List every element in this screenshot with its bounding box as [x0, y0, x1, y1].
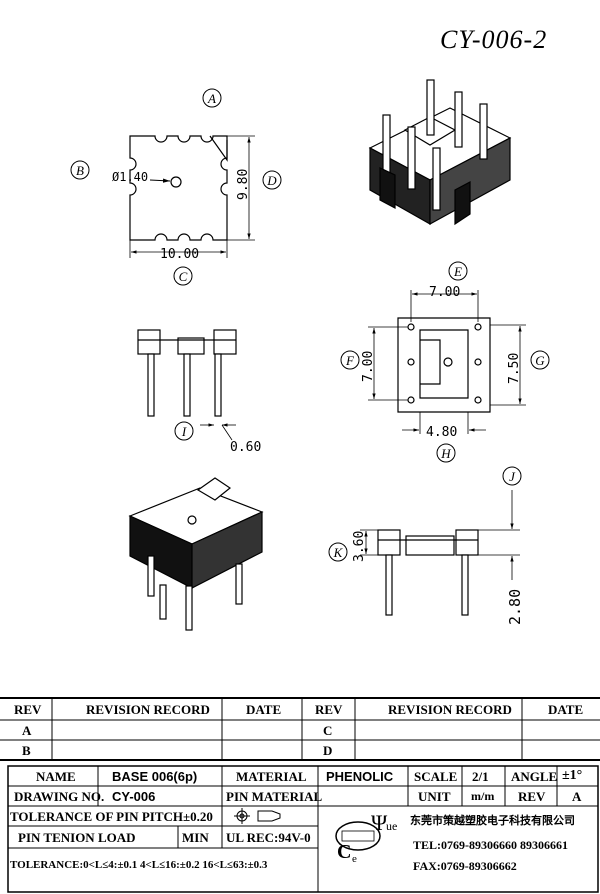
dim-body-h: 3.60 — [352, 531, 367, 562]
rev-value: A — [572, 789, 582, 804]
scale-label: SCALE — [414, 769, 458, 784]
scale-value: 2/1 — [472, 769, 489, 784]
rev-header-date-1: DATE — [246, 702, 282, 717]
dim-pitch-right: 7.50 — [507, 353, 522, 384]
svg-text:e: e — [352, 853, 357, 865]
rev-row-a: A — [22, 723, 32, 738]
projection-symbol — [234, 808, 281, 824]
rev-row-c: C — [323, 723, 333, 738]
label-c: C — [173, 266, 193, 286]
pin-tension: PIN TENION LOAD — [18, 830, 136, 845]
company-tel: TEL:0769-89306660 89306661 — [413, 838, 569, 852]
rev-header-date-2: DATE — [548, 702, 584, 717]
svg-text:A: A — [207, 91, 216, 106]
svg-text:K: K — [333, 545, 344, 560]
unit-value: m/m — [471, 789, 495, 803]
dim-width: 10.00 — [160, 247, 199, 262]
drawing-no-label: DRAWING NO. — [14, 789, 105, 804]
dim-pitch-bottom: 4.80 — [426, 425, 457, 440]
material-value: PHENOLIC — [326, 769, 394, 784]
label-k: K — [328, 542, 348, 562]
drawing-title: CY-006-2 — [440, 25, 547, 54]
min-label: MIN — [182, 830, 209, 845]
title-block-grid — [7, 765, 599, 893]
rev-label: REV — [518, 789, 546, 804]
label-i: I — [174, 421, 194, 441]
svg-text:F: F — [345, 353, 355, 368]
company-logo: C e Ψ ue — [335, 810, 397, 865]
rev-header-rev-2: REV — [315, 702, 343, 717]
dim-height: 9.80 — [236, 169, 251, 200]
drawing-no-value: CY-006 — [112, 789, 156, 804]
dim-pitch-left: 7.00 — [361, 351, 376, 382]
svg-text:J: J — [509, 469, 516, 484]
pin-material-label: PIN MATERIAL — [226, 789, 323, 804]
svg-text:H: H — [440, 446, 451, 461]
label-j: J — [502, 466, 522, 486]
svg-text:C: C — [179, 269, 188, 284]
tolerance-general: TOLERANCE:0<L≤4:±0.1 4<L≤16:±0.2 16<L≤63… — [10, 859, 268, 871]
label-d: D — [262, 170, 282, 190]
label-g: G — [530, 350, 550, 370]
label-h: H — [436, 443, 456, 463]
svg-text:Ψ: Ψ — [371, 810, 388, 835]
angle-label: ANGLE — [511, 769, 558, 784]
side-view — [137, 329, 237, 417]
svg-text:D: D — [266, 173, 277, 188]
rev-row-b: B — [22, 743, 31, 758]
svg-text:B: B — [76, 163, 84, 178]
label-b: B — [70, 160, 90, 180]
dim-pin-dia: 0.60 — [230, 440, 261, 455]
label-a: A — [202, 88, 222, 108]
svg-text:E: E — [453, 264, 462, 279]
unit-label: UNIT — [418, 789, 451, 804]
material-label: MATERIAL — [236, 769, 307, 784]
angle-value: ±1° — [562, 768, 583, 783]
tolerance-pitch: TOLERANCE OF PIN PITCH±0.20 — [10, 809, 213, 824]
svg-text:ue: ue — [386, 819, 397, 833]
dim-hole: Ø1.40 — [112, 170, 148, 184]
company-name: 东莞市策越塑胶电子科技有限公司 — [410, 814, 575, 827]
label-e: E — [448, 261, 468, 281]
isometric-view-top — [368, 79, 512, 226]
isometric-view-bottom — [128, 477, 264, 631]
ul-rec: UL REC:94V-0 — [226, 830, 311, 845]
name-value: BASE 006(6p) — [112, 769, 198, 784]
rev-row-d: D — [323, 743, 333, 758]
dim-pin-len: 2.80 — [506, 589, 524, 625]
svg-text:G: G — [535, 353, 545, 368]
dim-pitch-top: 7.00 — [429, 285, 460, 300]
rev-header-record-1: REVISION RECORD — [86, 702, 210, 717]
svg-text:I: I — [181, 424, 187, 439]
name-label: NAME — [36, 769, 76, 784]
label-f: F — [340, 350, 360, 370]
rev-header-record-2: REVISION RECORD — [388, 702, 512, 717]
svg-text:C: C — [337, 841, 351, 863]
revision-table-grid — [0, 697, 600, 761]
side-view-right — [377, 529, 479, 616]
rev-header-rev-1: REV — [14, 702, 42, 717]
company-fax: FAX:0769-89306662 — [413, 859, 517, 873]
bottom-view — [397, 317, 491, 413]
top-view — [129, 135, 228, 241]
